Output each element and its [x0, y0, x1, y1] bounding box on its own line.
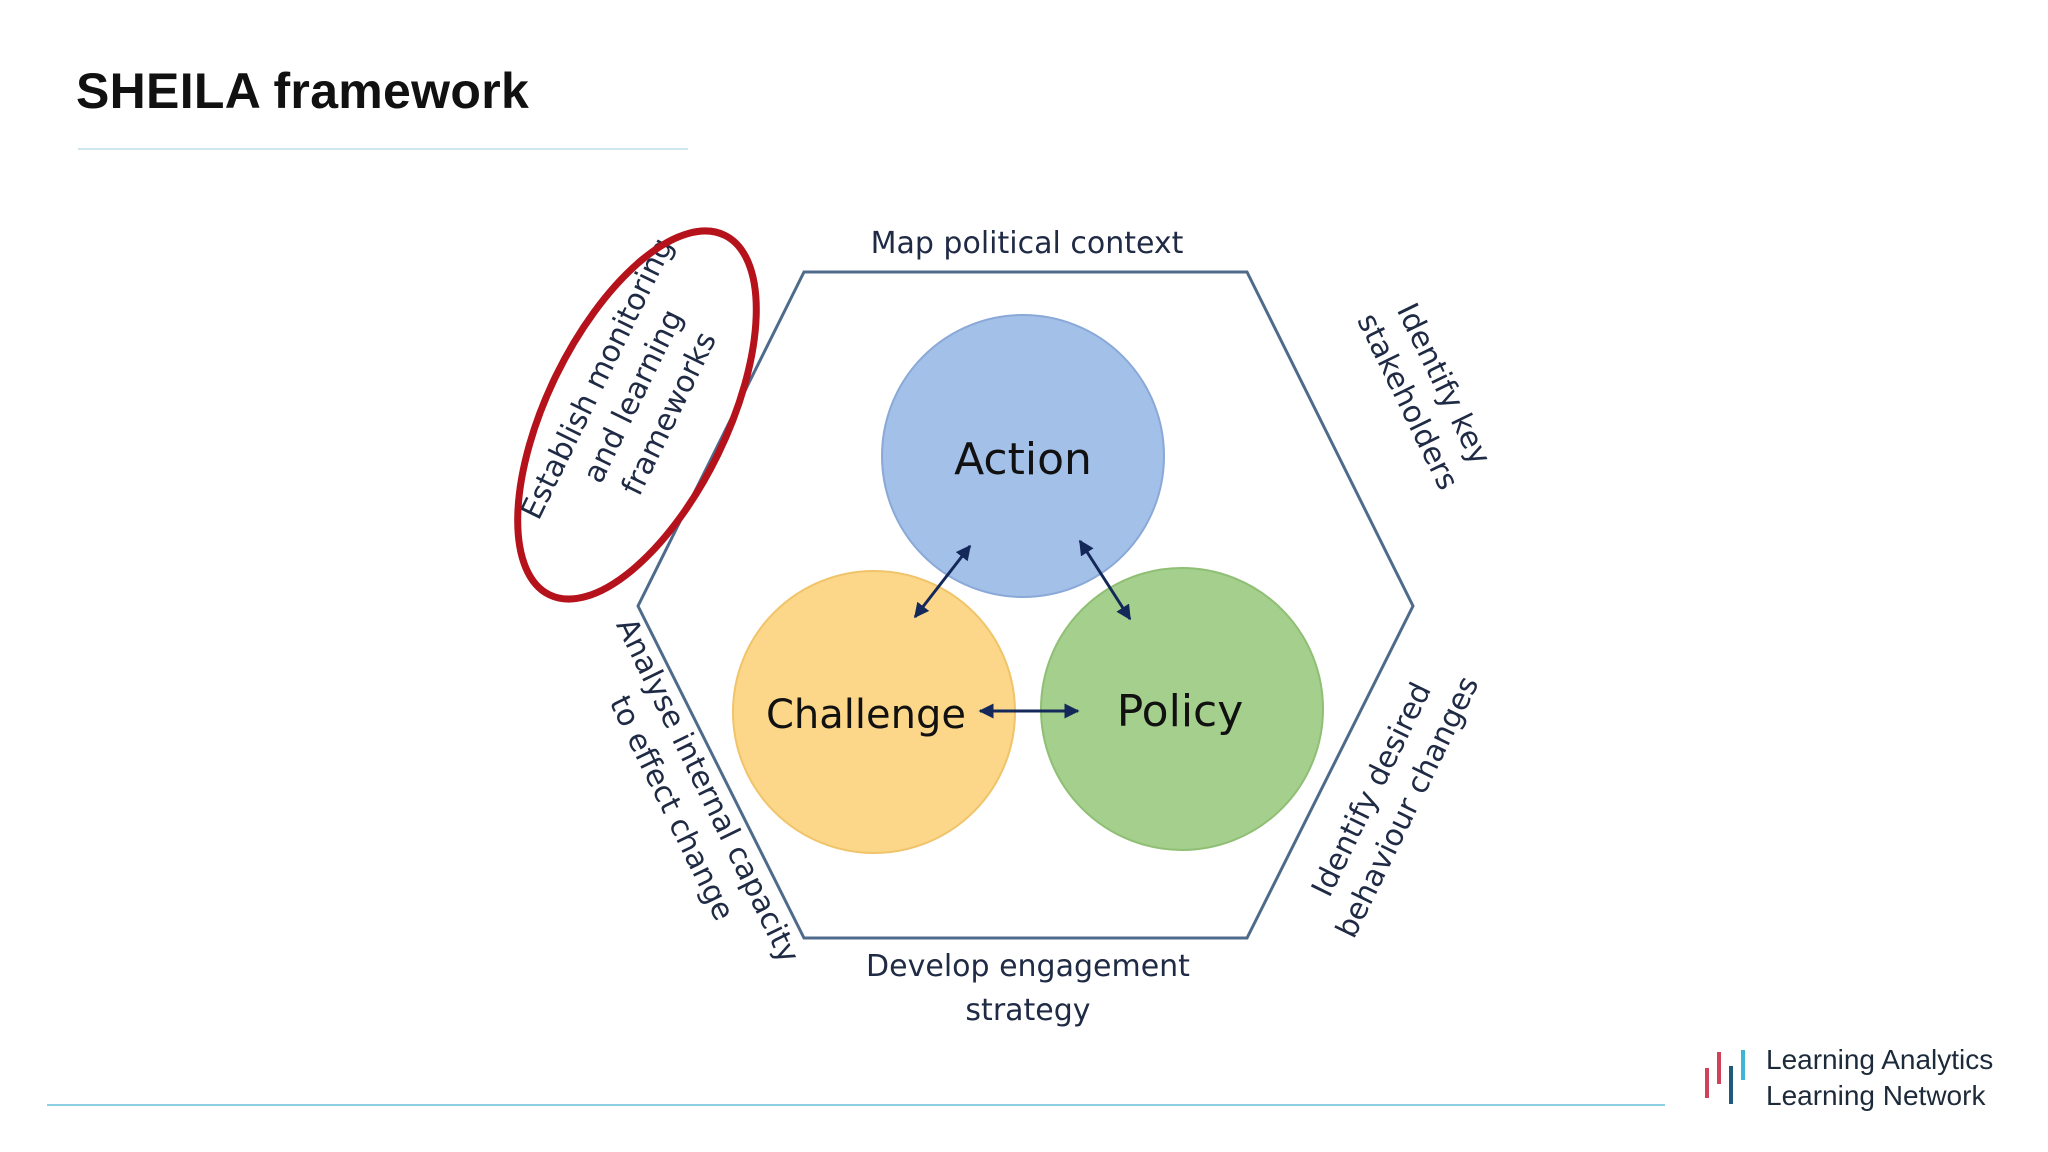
- highlight-ellipse: [514, 227, 760, 603]
- action-policy-arrow: [1078, 539, 1132, 621]
- hexagon-outline: [636, 270, 1415, 940]
- side-label-bottom-line2: strategy: [965, 993, 1090, 1028]
- title-divider: [78, 148, 688, 150]
- action-label: Action: [954, 434, 1092, 485]
- side-label-bottom-line1: Develop engagement: [866, 949, 1190, 984]
- side-label-upper-right: Identify key stakeholders: [1350, 298, 1498, 496]
- action-challenge-arrow: [913, 544, 972, 619]
- logo-line-2: Learning Network: [1766, 1080, 1986, 1111]
- footer-divider: [47, 1104, 1665, 1106]
- learning-analytics-logo: Learning Analytics Learning Network: [1700, 1040, 2020, 1111]
- slide-title: SHEILA framework: [76, 63, 530, 119]
- side-label-top: Map political context: [871, 226, 1184, 261]
- logo-line-1: Learning Analytics: [1766, 1044, 1994, 1075]
- challenge-label: Challenge: [766, 692, 966, 738]
- action-circle: [881, 314, 1165, 598]
- policy-label: Policy: [1117, 686, 1244, 737]
- logo-bars-icon: [1705, 1050, 1745, 1104]
